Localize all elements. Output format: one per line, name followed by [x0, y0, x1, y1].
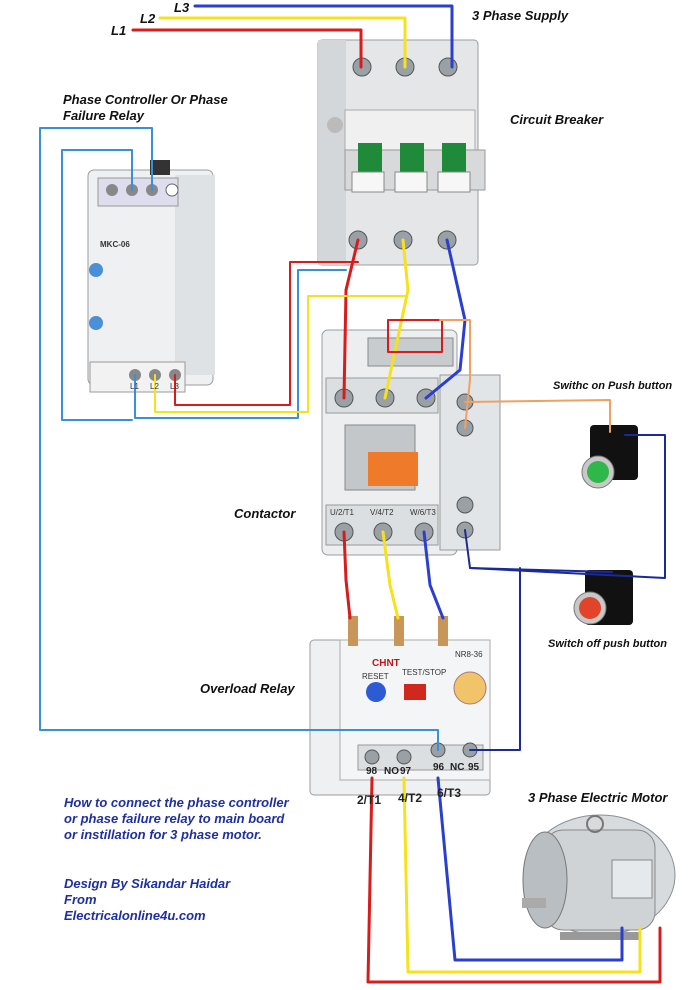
relay-label-line2: Failure Relay: [63, 108, 144, 123]
overload-model-label: NR8-36: [455, 650, 483, 659]
contactor-out-w: W/6/T3: [410, 508, 436, 517]
overload-out-t2: 4/T2: [398, 791, 423, 805]
contactor-out-v: V/4/T2: [370, 508, 394, 517]
contactor: [321, 329, 501, 556]
breaker-label: Circuit Breaker: [510, 112, 604, 127]
overload-aux-no: NO: [384, 766, 399, 777]
wiring: [39, 4, 666, 984]
electric-motor: [522, 814, 676, 940]
phase-failure-relay: [87, 160, 215, 393]
overload-aux-96: 96: [433, 762, 445, 773]
overload-aux-95: 95: [468, 762, 480, 773]
overload-relay: [309, 616, 491, 796]
description-line1: How to connect the phase controller: [64, 795, 289, 810]
credit-line1: Design By Sikandar Haidar: [64, 876, 231, 891]
overload-out-t1: 2/T1: [357, 793, 382, 807]
supply-label: 3 Phase Supply: [472, 8, 569, 23]
switch-off-label: Switch off push button: [548, 638, 667, 650]
description-line3: or instillation for 3 phase motor.: [64, 827, 262, 842]
description-line2: or phase failure relay to main board: [64, 811, 285, 826]
circuit-breaker: [317, 39, 486, 266]
relay-label-line1: Phase Controller Or Phase: [63, 92, 228, 107]
l3-label: L3: [174, 0, 190, 15]
overload-label: Overload Relay: [200, 681, 295, 696]
relay-terminal-l3: L3: [170, 382, 179, 391]
overload-aux-98: 98: [366, 766, 378, 777]
l1-label: L1: [111, 23, 127, 38]
contactor-label: Contactor: [234, 506, 296, 521]
overload-brand-label: CHNT: [372, 658, 400, 669]
contactor-out-u: U/2/T1: [330, 508, 355, 517]
switch-on-label: Swithc on Push button: [553, 380, 673, 392]
relay-terminal-l1: L1: [130, 382, 139, 391]
l2-label: L2: [140, 11, 156, 26]
credit-line2: From: [64, 892, 97, 907]
relay-terminal-l2: L2: [150, 382, 159, 391]
relay-model-label: MKC-06: [100, 240, 130, 249]
credit-line3: Electricalonline4u.com: [64, 908, 206, 923]
overload-reset-label: RESET: [362, 672, 389, 681]
switch-on-push-button: [581, 425, 638, 489]
overload-out-t3: 6/T3: [437, 786, 462, 800]
motor-label: 3 Phase Electric Motor: [528, 790, 668, 805]
overload-aux-nc: NC: [450, 762, 465, 773]
overload-test-label: TEST/STOP: [402, 668, 447, 677]
overload-aux-97: 97: [400, 766, 412, 777]
switch-off-push-button: [573, 570, 633, 625]
